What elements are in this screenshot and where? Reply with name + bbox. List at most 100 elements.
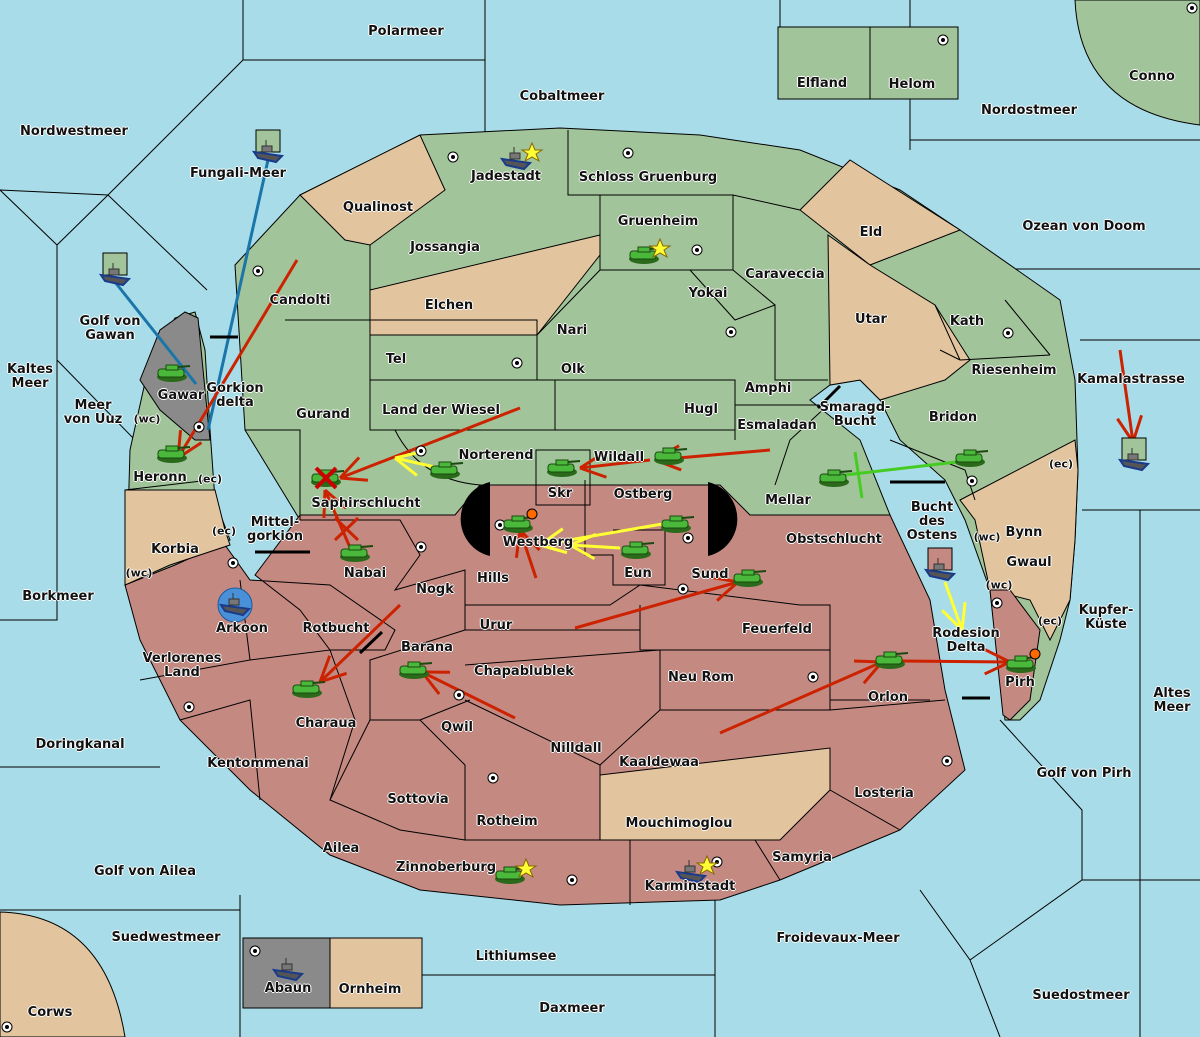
mouchimoglou-label: Mouchimoglou	[625, 816, 733, 831]
army-unit-icon[interactable]	[955, 449, 989, 467]
army-unit-icon[interactable]	[661, 515, 695, 533]
chapablublek-label: Chapablublek	[474, 664, 574, 679]
losteria-label: Losteria	[854, 786, 914, 801]
nilldall-label: Nilldall	[550, 741, 602, 756]
fleet-unit-icon[interactable]	[674, 854, 719, 884]
kath-label: Kath	[949, 314, 985, 329]
jadestadt-label: Jadestadt	[471, 169, 541, 184]
army-unit-icon[interactable]	[733, 569, 767, 587]
supply-center-dot	[491, 776, 495, 780]
ailea-label: Ailea	[322, 841, 360, 856]
coast-label: (wc)	[125, 566, 153, 580]
suedwestmeer-label: Suedwestmeer	[111, 930, 221, 945]
golf-von-ailea-label: Golf von Ailea	[94, 864, 196, 879]
fleet-unit-icon[interactable]	[1117, 437, 1151, 472]
coast-label: (ec)	[1048, 457, 1074, 471]
region-qualinost[interactable]	[299, 134, 446, 246]
borkmeer-label: Borkmeer	[22, 589, 94, 604]
bynn-label: Bynn	[1005, 525, 1043, 540]
region-ornheim[interactable]	[329, 937, 423, 1009]
move-arrow-head	[716, 580, 739, 602]
supply-center-dot	[945, 759, 949, 763]
zinnoberburg-label: Zinnoberburg	[395, 860, 497, 875]
tunnel-west-end	[460, 482, 490, 556]
fleet-unit-icon[interactable]	[923, 547, 957, 582]
golf-von-pirh-label: Golf von Pirh	[1036, 766, 1132, 781]
fleet-unit-icon[interactable]	[251, 129, 285, 164]
move-arrow-head	[984, 660, 1011, 676]
region-corws[interactable]	[0, 911, 126, 1037]
smaragd-bucht-label: Smaragd-Bucht	[819, 400, 891, 429]
region-pirh[interactable]	[989, 589, 1041, 721]
eun-label: Eun	[624, 566, 652, 581]
fleet-unit-icon[interactable]	[98, 252, 132, 287]
army-unit-icon[interactable]	[157, 364, 191, 382]
eld-label: Eld	[859, 225, 883, 240]
gwaul-label: Gwaul	[1006, 555, 1052, 570]
supply-center-dot	[419, 449, 423, 453]
army-unit-icon[interactable]	[399, 661, 433, 679]
move-arrow	[318, 603, 402, 684]
cut-cross	[333, 516, 360, 542]
move-arrow-head	[518, 528, 541, 552]
army-unit-icon[interactable]	[340, 544, 374, 562]
rotheim-label: Rotheim	[476, 814, 538, 829]
army-unit-icon[interactable]	[430, 461, 464, 479]
westberg-label: Westberg	[502, 535, 574, 550]
supply-center-dot	[729, 330, 733, 334]
supply-center-dot	[231, 561, 235, 565]
pirh-label: Pirh	[1005, 675, 1035, 690]
fleet-unit-icon[interactable]	[271, 958, 305, 982]
army-unit-icon[interactable]	[495, 857, 538, 884]
coast-label: (wc)	[133, 412, 161, 426]
feuerfeld-label: Feuerfeld	[742, 622, 812, 637]
army-unit-icon[interactable]	[157, 445, 191, 463]
move-arrow-head	[338, 456, 361, 480]
army-unit-icon[interactable]	[1006, 648, 1041, 673]
convoy-line	[206, 159, 270, 431]
move-arrow-head	[579, 451, 605, 470]
region-elfland[interactable]	[777, 26, 871, 100]
sund-label: Sund	[691, 567, 729, 582]
supply-center-dot	[1190, 6, 1194, 10]
mellar-label: Mellar	[765, 493, 811, 508]
region-conno[interactable]	[1074, 0, 1200, 126]
rotbucht-label: Rotbucht	[302, 621, 370, 636]
support-arrow	[569, 543, 621, 550]
region-korbia[interactable]	[124, 489, 231, 586]
army-unit-icon[interactable]	[621, 541, 655, 559]
move-arrow-head	[322, 489, 327, 519]
support-arrow	[539, 521, 669, 547]
army-unit-icon[interactable]	[292, 680, 326, 698]
army-unit-icon[interactable]	[547, 459, 581, 477]
nogk-label: Nogk	[416, 582, 454, 597]
region-bynn-gwaul[interactable]	[959, 439, 1079, 642]
move-arrow-head	[514, 529, 522, 558]
army-unit-icon[interactable]	[654, 447, 688, 465]
support-arrow-head	[960, 602, 967, 631]
support-arrow-head	[539, 543, 568, 555]
supply-center-dot	[970, 479, 974, 483]
support-arrow-head	[941, 609, 964, 632]
support-arrow-head	[569, 532, 597, 547]
region-utar[interactable]	[827, 234, 971, 401]
fleet-unit-icon[interactable]	[499, 141, 544, 171]
army-unit-icon[interactable]	[503, 508, 538, 533]
army-unit-icon[interactable]	[629, 237, 672, 264]
army-unit-icon[interactable]	[875, 651, 909, 669]
army-unit-icon[interactable]	[819, 469, 853, 487]
army-unit-icon[interactable]	[311, 466, 345, 490]
explosion-icon	[1029, 648, 1041, 660]
supply-center-dot	[197, 425, 201, 429]
candolti-label: Candolti	[269, 293, 331, 308]
supply-center-dot	[515, 361, 519, 365]
obstschlucht-label: Obstschlucht	[786, 532, 882, 547]
move-arrow	[339, 406, 521, 480]
fleet-unit-icon[interactable]	[217, 587, 253, 623]
move-arrow	[1118, 349, 1135, 443]
region-eld[interactable]	[799, 159, 962, 266]
